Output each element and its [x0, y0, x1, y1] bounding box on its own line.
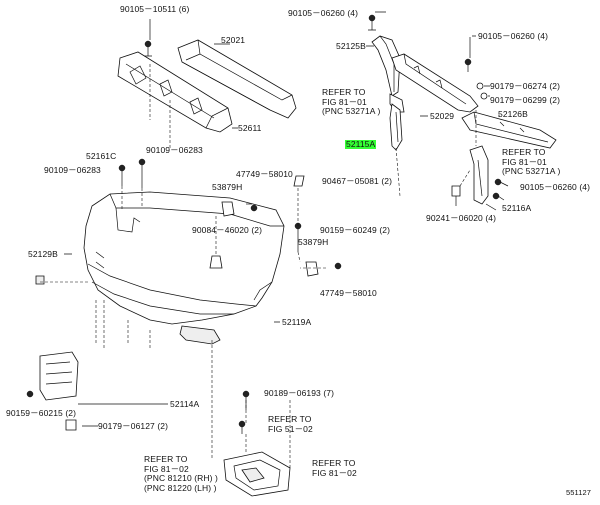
- screws-90189-06193: [238, 390, 250, 434]
- absorber-52611: [117, 51, 233, 133]
- label-90105-06260-top: 90105－06260 (4): [288, 8, 359, 18]
- bracket-52126B: [461, 111, 557, 149]
- refer-line: FIG 81－01: [322, 96, 367, 107]
- bolts-90105-06260-lower: [492, 178, 509, 201]
- label-52125B: 52125B: [336, 41, 366, 51]
- cap-52129B: [35, 275, 45, 285]
- bolt-90105-10511: [144, 40, 152, 57]
- refer-line: FIG 81－01: [502, 156, 547, 167]
- label-52161C: 52161C: [86, 151, 117, 161]
- label-90179-06127: 90179－06127 (2): [98, 421, 169, 431]
- label-52114A: 52114A: [170, 399, 200, 409]
- clip-53879H-b: [305, 261, 342, 277]
- label-90084-46020: 90084－46020 (2): [192, 225, 263, 235]
- label-52021: 52021: [221, 35, 246, 45]
- refer-line: FIG 51－02: [268, 423, 313, 434]
- label-90189-06193: 90189－06193 (7): [264, 388, 335, 398]
- refer-81-01-top: REFER TO FIG 81－01 (PNC 53271A ): [322, 87, 381, 117]
- refer-81-02: REFER TO FIG 81－02 (PNC 81210 (RH) ) (PN…: [144, 454, 218, 493]
- label-52116A: 52116A: [502, 203, 532, 213]
- label-53879H-b: 53879H: [298, 237, 329, 247]
- reinforcement-52021: [177, 39, 297, 119]
- fog-lamp: [223, 451, 291, 497]
- retainer-52029: [391, 53, 479, 113]
- label-90467-05081: 90467－05081 (2): [322, 176, 393, 186]
- label-47749-58010-b: 47749－58010: [320, 288, 377, 298]
- refer-line: REFER TO: [322, 87, 366, 97]
- label-90105-06260-lower: 90105－06260 (4): [520, 182, 591, 192]
- nut-90467-05081: [293, 175, 305, 187]
- label-47749-58010-a: 47749－58010: [236, 169, 293, 179]
- refer-line: FIG 81－02: [144, 463, 189, 474]
- label-52129B: 52129B: [28, 249, 58, 259]
- refer-line: (PNC 81210 (RH) ): [144, 473, 218, 483]
- clip-90084-46020: [209, 255, 223, 269]
- refer-51-02: REFER TO FIG 51－02: [268, 414, 313, 434]
- bracket-52115A: [389, 103, 403, 151]
- label-52126B: 52126B: [498, 109, 528, 119]
- label-90105-10511: 90105－10511 (6): [120, 4, 190, 14]
- refer-line: (PNC 53271A ): [502, 166, 561, 176]
- label-90179-06274: 90179－06274 (2): [490, 81, 561, 91]
- clip-90179-06127: [65, 419, 77, 431]
- label-90105-06260-right: 90105－06260 (4): [478, 31, 549, 41]
- bumper-cover-52119A: [83, 191, 285, 345]
- footer-code: 551127: [566, 488, 592, 497]
- clips-53879H-a: [221, 201, 258, 217]
- label-52115A: 52115A: [345, 139, 377, 149]
- clips-90179: [476, 82, 488, 100]
- license-bracket-52114A: [39, 351, 79, 401]
- refer-line: REFER TO: [502, 147, 546, 157]
- bracket-52116A: [469, 145, 489, 205]
- label-52611: 52611: [238, 123, 262, 133]
- screw-90241-06020: [451, 185, 461, 206]
- refer-line: FIG 81－02: [312, 467, 357, 478]
- bolt-90105-06260-right: [464, 58, 472, 72]
- refer-81-02-right: REFER TO FIG 81－02: [312, 458, 357, 478]
- refer-line: REFER TO: [312, 458, 356, 468]
- refer-line: (PNC 53271A ): [322, 106, 381, 116]
- label-90159-60215: 90159－60215 (2): [6, 408, 77, 418]
- label-90241-06020: 90241－06020 (4): [426, 213, 497, 223]
- label-90179-06299: 90179－06299 (2): [490, 95, 561, 105]
- label-90109-06283-b: 90109－06283: [44, 165, 101, 175]
- label-90159-60249: 90159－60249 (2): [320, 225, 391, 235]
- refer-line: REFER TO: [144, 454, 188, 464]
- label-52119A: 52119A: [282, 317, 312, 327]
- retainers-52161C: [118, 158, 146, 188]
- label-52029: 52029: [430, 111, 455, 121]
- label-53879H-a: 53879H: [212, 182, 243, 192]
- refer-line: REFER TO: [268, 414, 312, 424]
- bolt-90105-06260-top: [368, 14, 376, 31]
- refer-81-01-right: REFER TO FIG 81－01 (PNC 53271A ): [502, 147, 561, 177]
- refer-line: (PNC 81220 (LH) ): [144, 482, 217, 493]
- label-90109-06283-a: 90109－06283: [146, 145, 203, 155]
- screw-90159-60215: [26, 390, 34, 398]
